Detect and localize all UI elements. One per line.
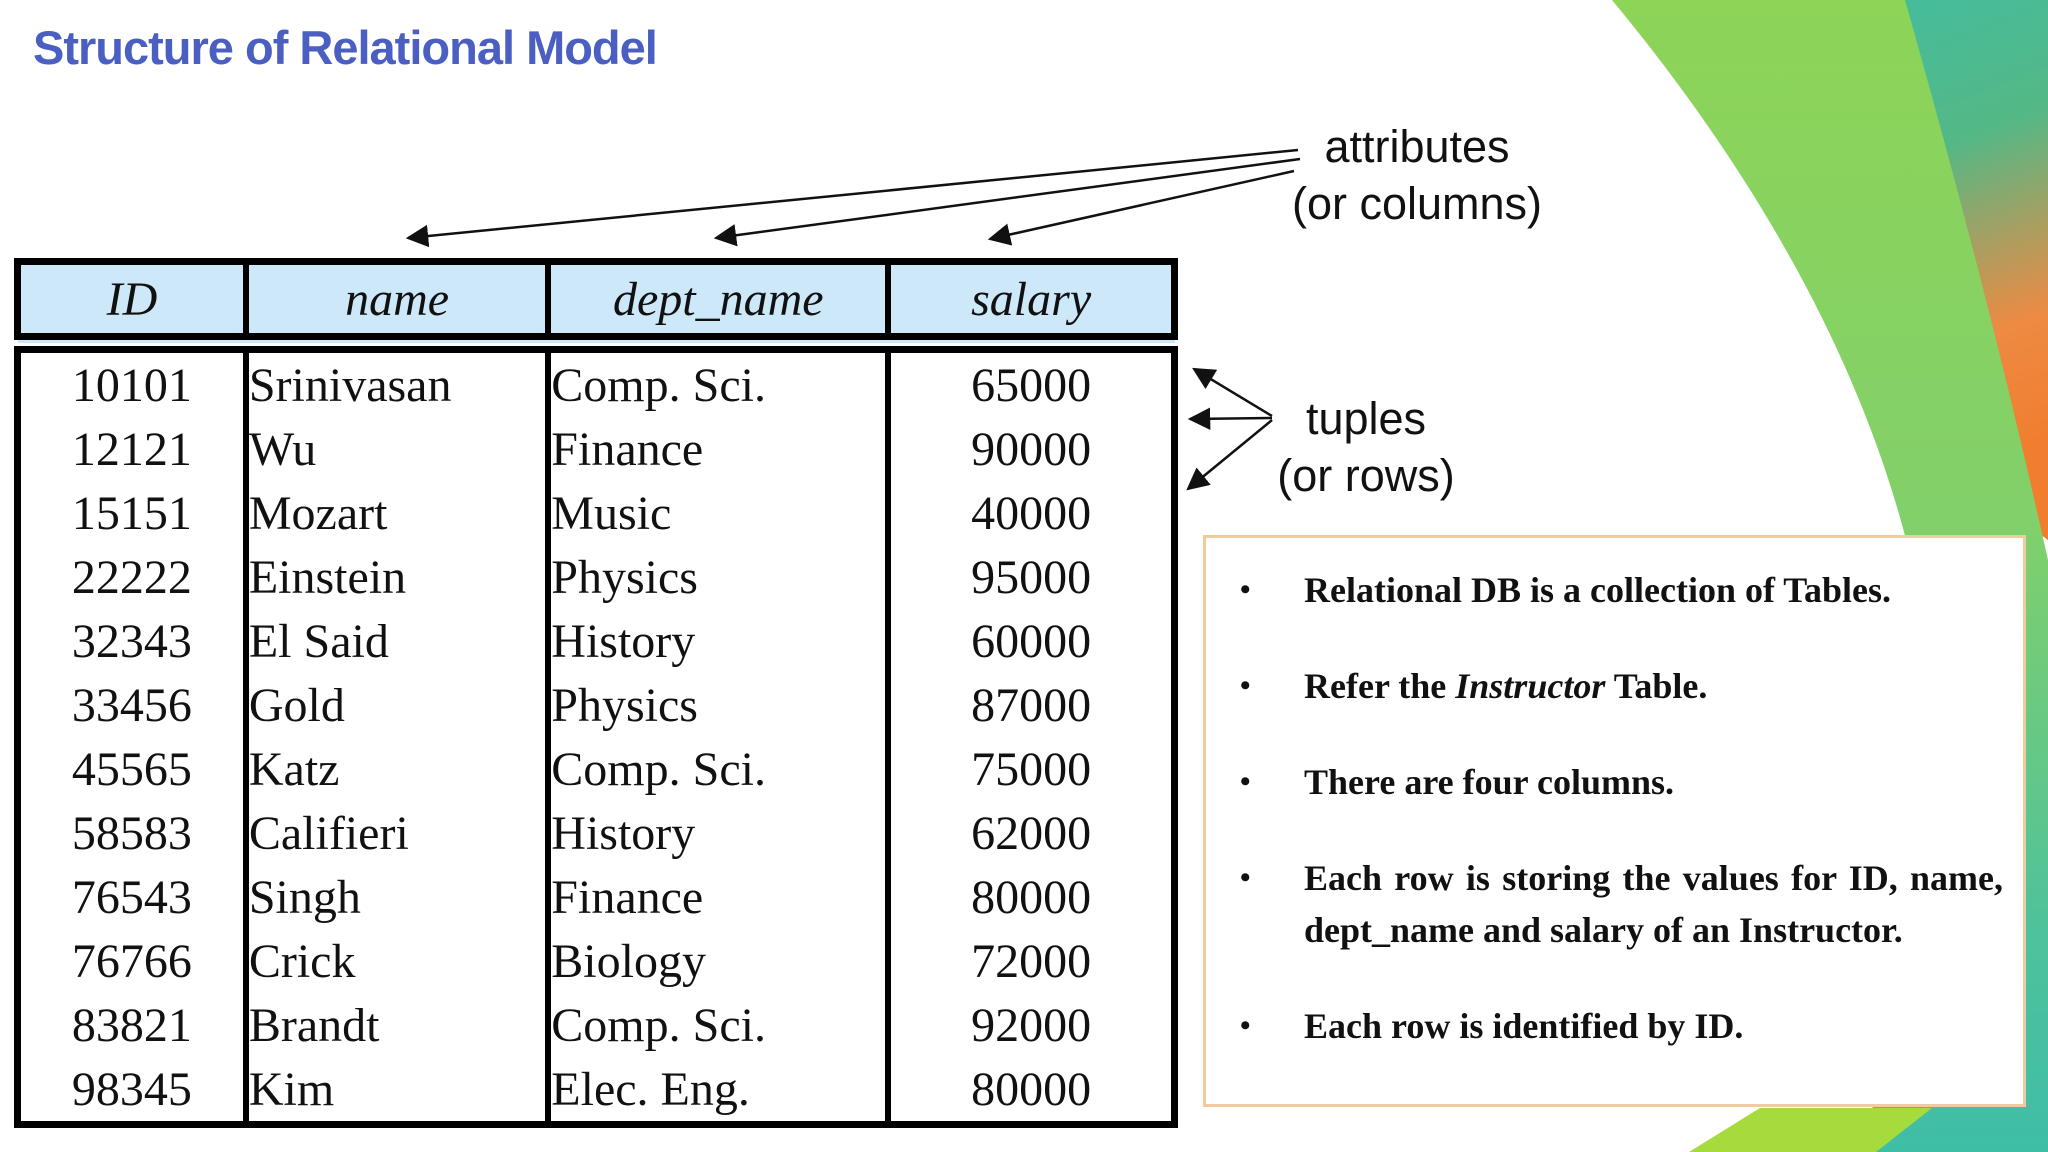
table-row: 98345 Kim Elec. Eng. 80000 <box>17 1057 1175 1125</box>
note-item: • Each row is identified by ID. <box>1240 1000 2003 1052</box>
table-cell: 80000 <box>971 1062 1092 1116</box>
table-cell: Elec. Eng. <box>548 1057 892 1125</box>
table-cell: Physics <box>548 673 892 737</box>
table-cell: 92000 <box>971 998 1092 1052</box>
note-item: • Refer the Instructor Table. <box>1240 660 2003 712</box>
table-cell: 45565 <box>17 737 249 801</box>
table-cell: Biology <box>548 929 892 993</box>
header-cell-dept-name: dept_name <box>548 261 892 353</box>
bullet-icon: • <box>1240 573 1251 606</box>
table-row: 33456 Gold Physics 87000 <box>17 673 1175 737</box>
table-row: 83821 Brandt Comp. Sci. 92000 <box>17 993 1175 1057</box>
table-cell: 62000 <box>971 806 1092 860</box>
table-cell: Einstein <box>245 545 552 609</box>
table-cell: 58583 <box>17 801 249 865</box>
table-cell: El Said <box>245 609 552 673</box>
table-cell: 95000 <box>971 550 1092 604</box>
table-cell: Comp. Sci. <box>548 343 892 417</box>
instructor-table: ID name dept_name salary 10101 Srinivasa… <box>14 258 1178 1128</box>
table-cell: Comp. Sci. <box>548 993 892 1057</box>
note-text: Each row is identified by ID. <box>1304 1006 1744 1046</box>
table-row: 76543 Singh Finance 80000 <box>17 865 1175 929</box>
bullet-icon: • <box>1240 861 1251 894</box>
table-cell: 87000 <box>971 678 1092 732</box>
table-cell: Singh <box>245 865 552 929</box>
table-cell: 22222 <box>17 545 249 609</box>
table-row: 15151 Mozart Music 40000 <box>17 481 1175 545</box>
attributes-label-line1: attributes <box>1324 121 1510 172</box>
table-cell: Gold <box>245 673 552 737</box>
table-cell: Kim <box>245 1057 552 1125</box>
table-cell: 10101 <box>17 343 249 417</box>
table-cell: 83821 <box>17 993 249 1057</box>
lime-bottom-band <box>1689 1108 1932 1152</box>
table-cell: 98345 <box>17 1057 249 1125</box>
tuples-label-line2: (or rows) <box>1277 450 1455 501</box>
table-cell: Srinivasan <box>245 343 552 417</box>
table-cell: Mozart <box>245 481 552 545</box>
table-row: 45565 Katz Comp. Sci. 75000 <box>17 737 1175 801</box>
bullet-icon: • <box>1240 1009 1251 1042</box>
table-row: 32343 El Said History 60000 <box>17 609 1175 673</box>
table-cell: 32343 <box>17 609 249 673</box>
table-cell: Music <box>548 481 892 545</box>
header-cell-id: ID <box>17 261 249 353</box>
page-title: Structure of Relational Model <box>33 21 658 74</box>
table-cell: 15151 <box>17 481 249 545</box>
attributes-label-line2: (or columns) <box>1291 178 1543 229</box>
table-cell: Finance <box>548 417 892 481</box>
note-text: Each row is storing the values for ID, n… <box>1304 858 2003 950</box>
table-cell: History <box>548 609 892 673</box>
table-cell: Wu <box>245 417 552 481</box>
table-cell: 33456 <box>17 673 249 737</box>
note-text: There are four columns. <box>1304 762 1674 802</box>
tuples-label-line1: tuples <box>1305 393 1427 444</box>
note-text-suffix: Table. <box>1605 666 1708 706</box>
header-cell-name: name <box>245 261 552 353</box>
table-cell: History <box>548 801 892 865</box>
table-cell: 76766 <box>17 929 249 993</box>
table-cell: 40000 <box>971 486 1092 540</box>
bullet-icon: • <box>1240 765 1251 798</box>
table-body: 10101 Srinivasan Comp. Sci. 65000 12121 … <box>17 343 1175 1125</box>
note-item: • Each row is storing the values for ID,… <box>1240 852 2003 956</box>
attributes-label: attributes (or columns) <box>1205 118 1629 232</box>
table-cell: Califieri <box>245 801 552 865</box>
table-cell: Katz <box>245 737 552 801</box>
table-cell: Brandt <box>245 993 552 1057</box>
table-cell: Finance <box>548 865 892 929</box>
table-cell: 60000 <box>971 614 1092 668</box>
table-row: 22222 Einstein Physics 95000 <box>17 545 1175 609</box>
note-text-prefix: Refer the <box>1304 666 1456 706</box>
table-row: 12121 Wu Finance 90000 <box>17 417 1175 481</box>
table-row: 76766 Crick Biology 72000 <box>17 929 1175 993</box>
table-cell: 72000 <box>971 934 1092 988</box>
table-cell: Comp. Sci. <box>548 737 892 801</box>
table-row: 10101 Srinivasan Comp. Sci. 65000 <box>17 343 1175 417</box>
table-cell: 76543 <box>17 865 249 929</box>
note-text: Refer the Instructor Table. <box>1304 660 2003 712</box>
table-header-row: ID name dept_name salary <box>17 261 1175 353</box>
note-item: • Relational DB is a collection of Table… <box>1240 564 2003 616</box>
header-cell-salary: salary <box>888 261 1175 353</box>
table-cell: 65000 <box>971 358 1092 412</box>
note-item: • There are four columns. <box>1240 756 2003 808</box>
notes-panel: • Relational DB is a collection of Table… <box>1203 535 2026 1107</box>
instructor-table-wrap: ID name dept_name salary 10101 Srinivasa… <box>14 258 1178 1128</box>
table-cell: Crick <box>245 929 552 993</box>
table-row: 58583 Califieri History 62000 <box>17 801 1175 865</box>
tuples-label: tuples (or rows) <box>1154 390 1578 504</box>
note-text: Relational DB is a collection of Tables. <box>1304 570 1892 610</box>
note-text-emphasis: Instructor <box>1455 666 1606 706</box>
table-cell: 90000 <box>971 422 1092 476</box>
table-cell: 75000 <box>971 742 1092 796</box>
table-cell: 12121 <box>17 417 249 481</box>
bullet-icon: • <box>1240 669 1251 702</box>
table-cell: Physics <box>548 545 892 609</box>
table-cell: 80000 <box>971 870 1092 924</box>
